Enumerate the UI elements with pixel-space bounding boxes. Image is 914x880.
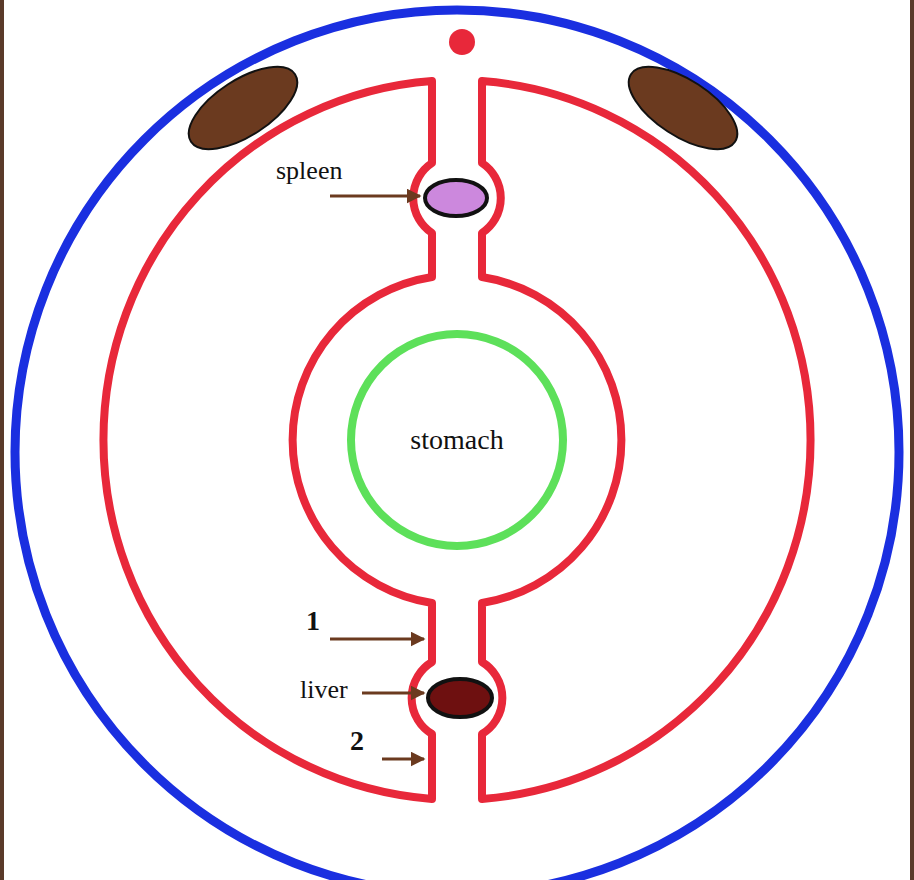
body-wall [15,10,899,880]
peritoneal-sac [103,81,432,799]
peritoneal-sac [482,81,811,799]
aorta-dot [449,29,475,55]
organ-label: liver [300,676,348,705]
spleen-organ [425,180,487,216]
callout-number: 2 [350,726,364,757]
stomach-organ: stomach [347,330,567,550]
leader-arrow [330,638,424,641]
kidney [616,51,750,166]
kidney [176,51,310,166]
leader-arrow [382,758,424,761]
callout-number: 1 [306,606,320,637]
frame-edge [910,0,914,880]
liver-organ [428,679,492,717]
organ-name: stomach [347,424,567,456]
organ-label: spleen [276,157,342,186]
leader-arrow [330,195,420,198]
leader-arrow [362,692,424,695]
frame-edge [0,0,4,880]
